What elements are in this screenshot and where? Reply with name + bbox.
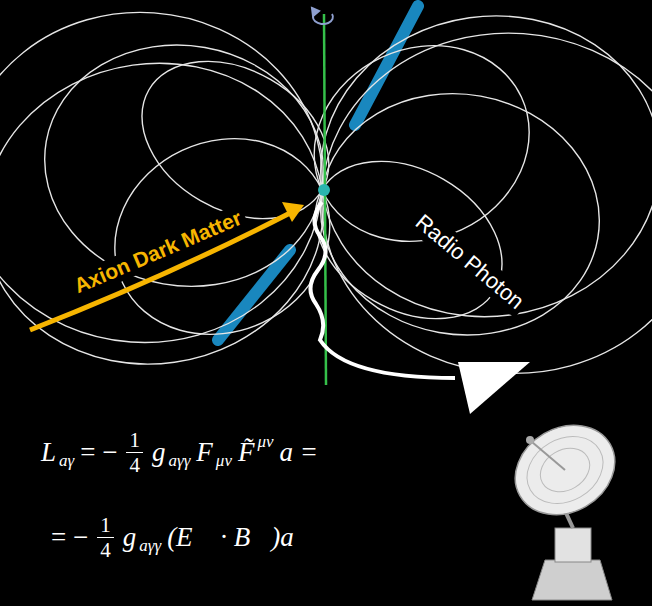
- denominator: 4: [129, 453, 140, 477]
- field-lines: [0, 0, 652, 386]
- subscript: aγ: [59, 451, 74, 471]
- equation-term: g: [123, 522, 137, 553]
- equation-term: L: [41, 437, 56, 468]
- fraction: 14: [126, 428, 143, 477]
- numerator: 1: [97, 513, 114, 538]
- equation-term: a =: [280, 437, 318, 468]
- rotation-arrow: [312, 8, 333, 24]
- superscript: μν: [257, 432, 273, 452]
- equation-term: = −: [51, 522, 88, 553]
- equation-term: F̃: [238, 437, 255, 468]
- equation-line: Laγ= −14gaγγFμνF̃μνa =: [38, 428, 321, 477]
- subscript: aγγ: [168, 451, 190, 471]
- numerator: 1: [126, 428, 143, 453]
- subscript: μν: [216, 451, 232, 471]
- axion-arrow: [30, 202, 304, 330]
- radio-telescope: [499, 408, 631, 600]
- fraction: 14: [97, 513, 114, 562]
- subscript: aγγ: [139, 536, 161, 556]
- denominator: 4: [100, 538, 111, 562]
- equation-term: g: [152, 437, 166, 468]
- equation-term: (E⃗ · B⃗)a: [167, 522, 294, 553]
- neutron-star: [318, 184, 330, 196]
- equation-term: F: [196, 437, 213, 468]
- equation-term: = −: [80, 437, 117, 468]
- equation-line: = −14gaγγ(E⃗ · B⃗)a: [48, 513, 297, 562]
